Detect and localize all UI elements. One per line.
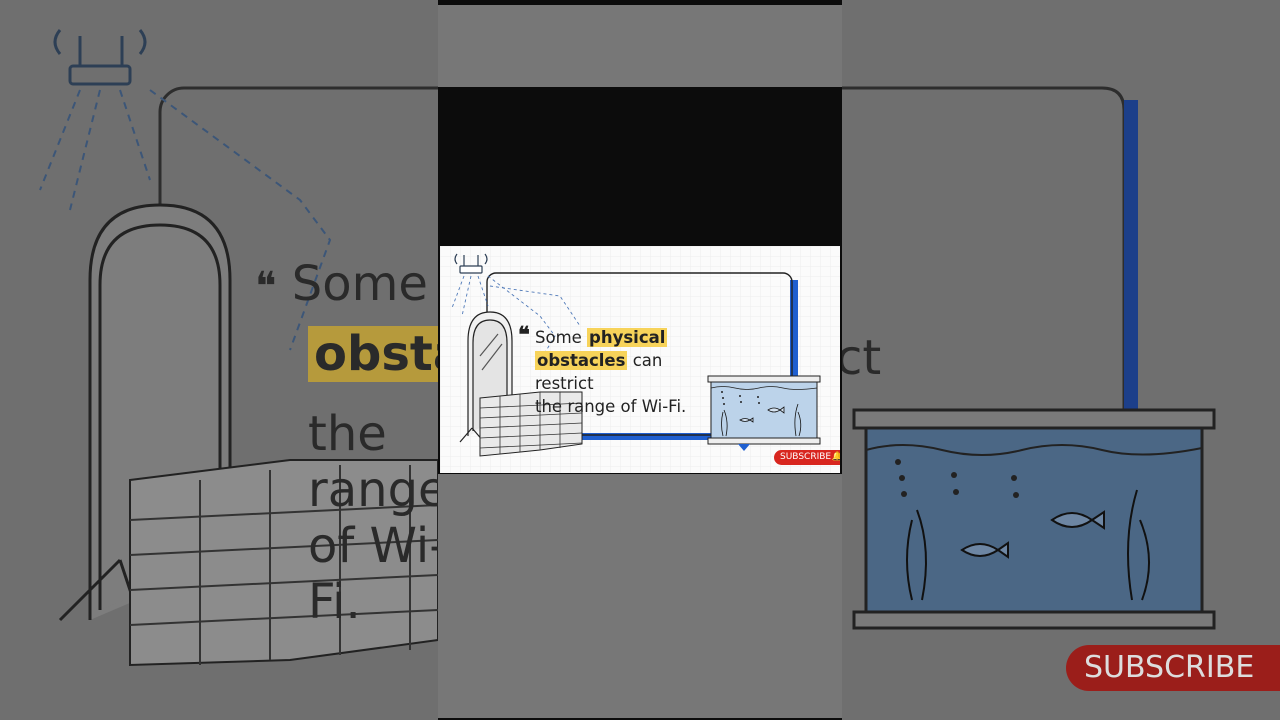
quote-mark: ❝ [518,322,530,348]
background-quote-line-2: obstacles [308,326,438,382]
quote-text: Some physical obstacles can restrict the… [535,326,725,418]
background-subscribe-label: SUBSCRIBE [1084,650,1255,685]
router-icon [53,29,147,86]
card-illustration [440,246,840,473]
quote-highlight-obstacles: obstacles [535,351,628,370]
quote-suffix-2: the range of Wi-Fi. [535,397,687,416]
subscribe-label: SUBSCRIBE [780,452,832,462]
quote-suffix-1: can restrict [535,351,663,393]
quote-prefix: Some [535,328,582,347]
bell-icon: 🔔 [831,452,840,462]
fish-icon [739,406,785,423]
fish-icon [960,510,1105,559]
background-quote-fragment: ct [842,330,882,386]
background-subscribe-badge: SUBSCRIBE [1066,645,1280,691]
background-quote-line-3: the range of Wi-Fi. [308,406,438,630]
background-right-illustration [842,0,1280,720]
aquarium-icon [852,408,1216,630]
background-left-panel: ❝ Some obstacles the range of Wi-Fi. [0,0,438,720]
router-icon [454,253,488,274]
content-card: ❝ Some physical obstacles can restrict t… [440,246,840,473]
aquarium-icon [707,375,821,445]
background-quote-line-1: ❝ Some [255,256,428,312]
subscribe-badge[interactable]: SUBSCRIBE 🔔 [774,450,840,465]
quote-highlight-physical: physical [587,328,668,347]
background-right-panel: ct [842,0,1280,720]
